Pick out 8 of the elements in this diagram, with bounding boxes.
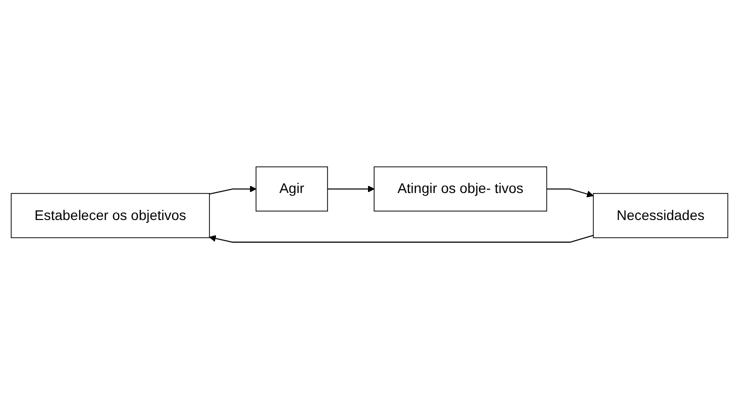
node-box: Agir xyxy=(256,166,328,212)
node-box: Atingir os obje- tivos xyxy=(374,166,548,212)
arrow xyxy=(209,234,594,243)
node-box: Estabelecer os objetivos xyxy=(10,193,210,238)
arrow xyxy=(328,186,374,192)
arrow xyxy=(209,186,256,195)
node-box: Necessidades xyxy=(592,193,728,238)
arrow xyxy=(546,188,594,198)
